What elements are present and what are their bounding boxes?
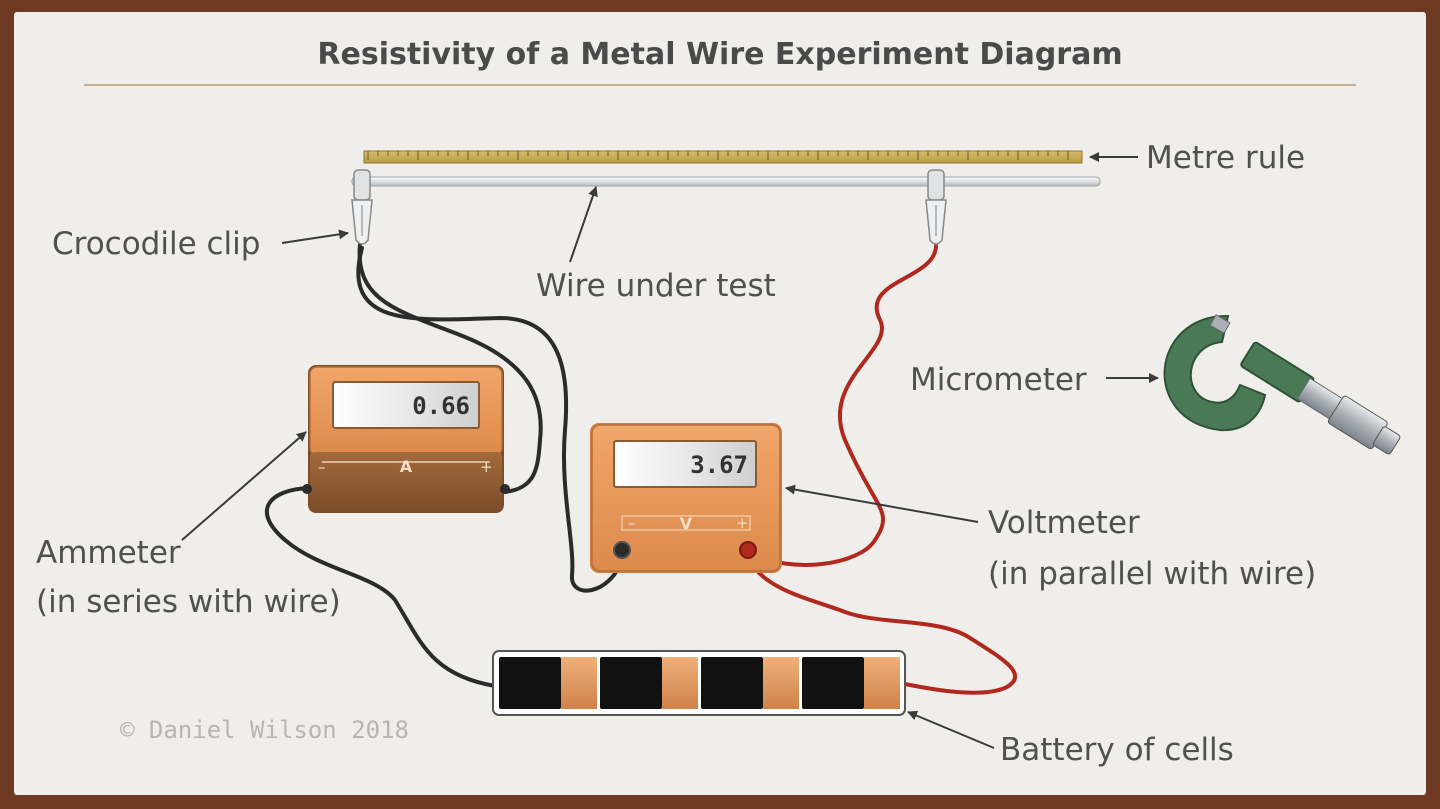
ammeter-unit: A bbox=[400, 457, 413, 476]
label-crocodile-clip: Crocodile clip bbox=[52, 226, 260, 262]
battery-of-cells bbox=[492, 650, 906, 716]
red-leads bbox=[746, 244, 1018, 695]
metre-rule bbox=[363, 150, 1083, 164]
cell bbox=[600, 657, 698, 709]
voltmeter-negative-terminal bbox=[613, 541, 631, 559]
voltmeter-arrow bbox=[785, 484, 979, 523]
ammeter-display bbox=[332, 381, 480, 429]
annotation-arrows bbox=[181, 152, 1159, 749]
crocodile-clip-arrow bbox=[281, 229, 349, 244]
crocodile-clip-left bbox=[351, 169, 373, 245]
lead-voltmeter-to-battery bbox=[746, 554, 1018, 695]
crocodile-clip-right bbox=[925, 169, 947, 245]
micrometer bbox=[1163, 314, 1401, 455]
voltmeter-unit: V bbox=[680, 514, 693, 533]
cell bbox=[499, 657, 597, 709]
ammeter-negative-terminal bbox=[302, 484, 312, 494]
label-micrometer: Micrometer bbox=[910, 362, 1087, 398]
cell bbox=[701, 657, 799, 709]
label-wire-under-test: Wire under test bbox=[536, 268, 776, 304]
label-voltmeter-note: (in parallel with wire) bbox=[988, 556, 1316, 592]
lead-clip-to-voltmeter bbox=[356, 246, 624, 593]
metre-rule-ticks bbox=[367, 151, 1069, 160]
ammeter: 0.66 – A + bbox=[302, 365, 510, 513]
ammeter-plus: + bbox=[480, 458, 493, 476]
label-metre-rule: Metre rule bbox=[1146, 140, 1305, 176]
ammeter-reading: 0.66 bbox=[412, 392, 470, 420]
lead-clip-to-ammeter bbox=[357, 242, 543, 494]
voltmeter-plus: + bbox=[736, 514, 749, 532]
battery-arrow bbox=[907, 710, 995, 749]
ammeter-arrow bbox=[181, 431, 307, 541]
voltmeter-positive-terminal bbox=[739, 541, 757, 559]
wire-under-test bbox=[351, 176, 1101, 187]
battery-cells bbox=[499, 657, 900, 709]
lead-clip-to-voltmeter-positive bbox=[748, 244, 938, 567]
voltmeter-display bbox=[613, 440, 757, 488]
label-battery: Battery of cells bbox=[1000, 732, 1234, 768]
voltmeter-minus: – bbox=[628, 514, 636, 532]
lead-ammeter-to-battery bbox=[264, 486, 497, 688]
ammeter-positive-terminal bbox=[500, 484, 510, 494]
label-voltmeter: Voltmeter bbox=[988, 505, 1140, 541]
label-ammeter-note: (in series with wire) bbox=[36, 584, 341, 620]
black-leads bbox=[264, 242, 624, 688]
voltmeter-reading: 3.67 bbox=[690, 451, 748, 479]
cell bbox=[802, 657, 900, 709]
ammeter-minus: – bbox=[318, 458, 326, 476]
voltmeter: 3.67 – V + bbox=[590, 423, 782, 573]
copyright-notice: © Daniel Wilson 2018 bbox=[120, 716, 409, 744]
label-ammeter: Ammeter bbox=[36, 535, 181, 571]
wire-under-test-arrow bbox=[569, 186, 598, 263]
page-title: Resistivity of a Metal Wire Experiment D… bbox=[317, 37, 1122, 72]
